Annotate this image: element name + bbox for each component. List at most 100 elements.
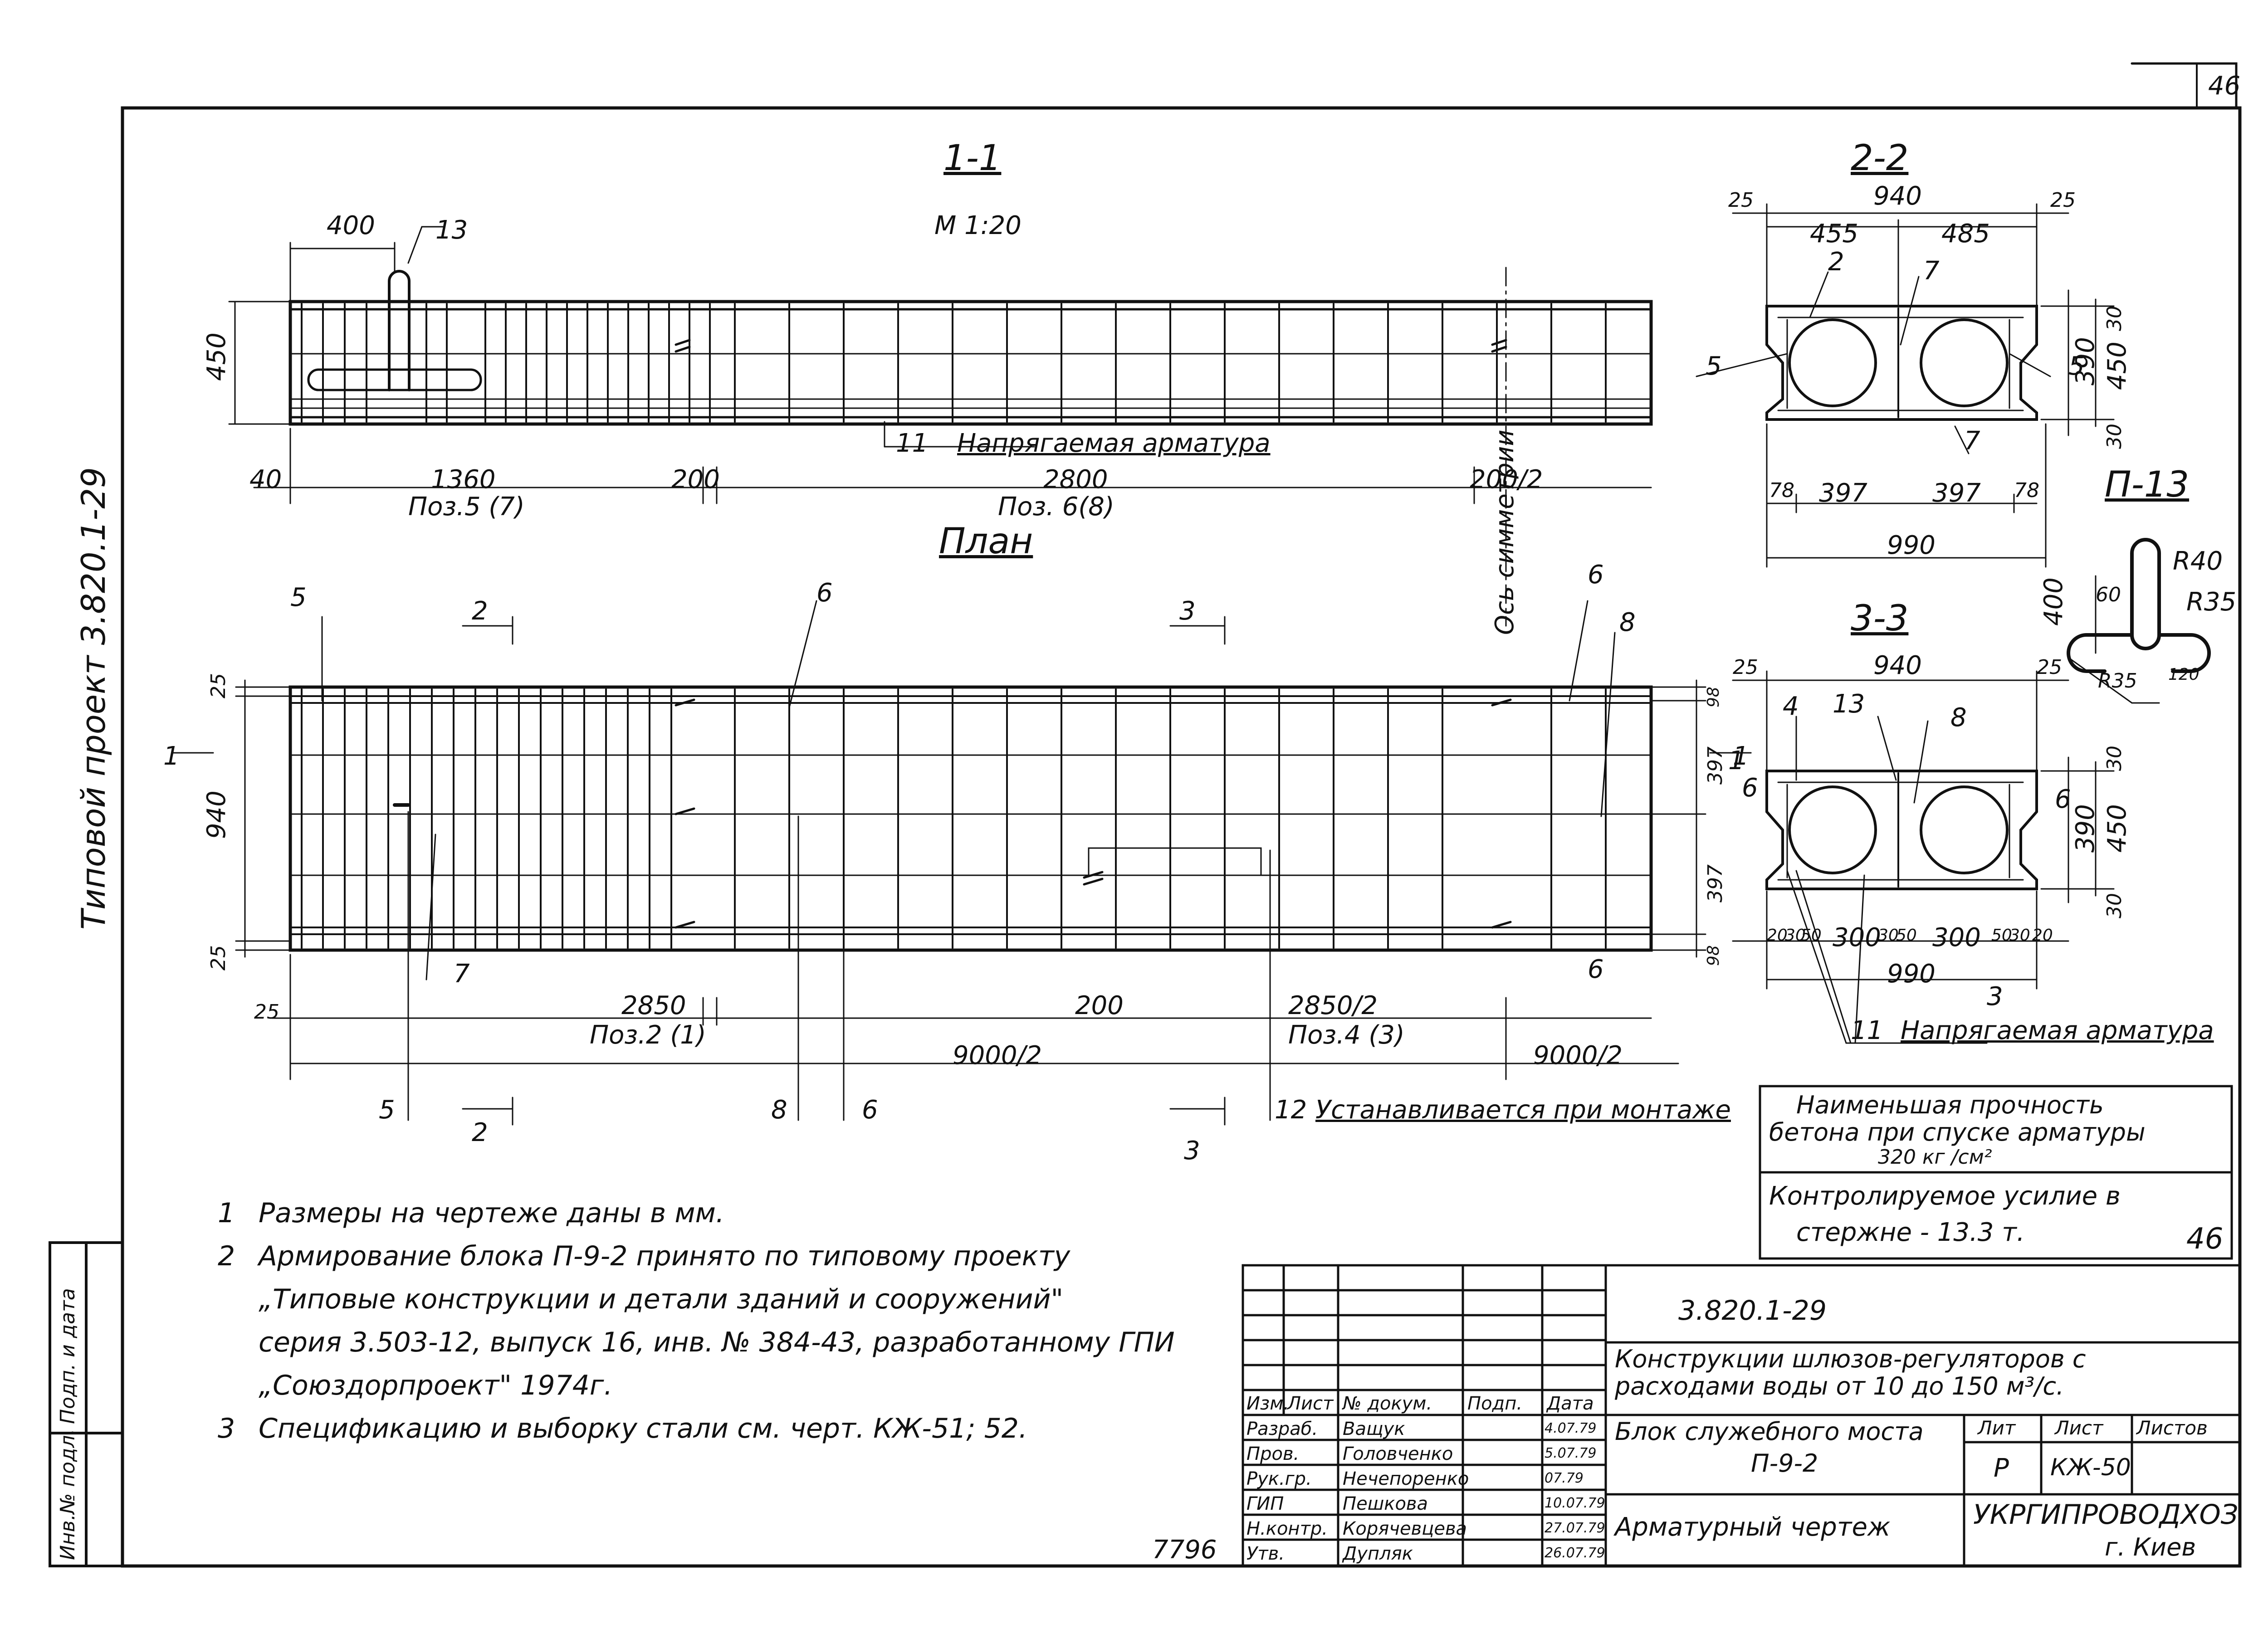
info-line-2: бетона при спуске арматуры	[1769, 1118, 2146, 1146]
p13-r35a: R35	[2186, 587, 2237, 617]
s33-prestressed-label: Напрягаемая арматура	[1901, 1016, 2214, 1045]
title-block-grid	[1242, 1264, 2241, 1567]
tb-row-date: 07.79	[1545, 1470, 1584, 1486]
tb-project-1: Конструкции шлюзов-регуляторов с	[1615, 1345, 2086, 1373]
tb-org-2: г. Киев	[2105, 1533, 2196, 1561]
tb-row-date: 26.07.79	[1545, 1545, 1605, 1561]
info-line-3: 320 кг /см²	[1878, 1146, 1992, 1169]
note-3-num: 3	[218, 1413, 235, 1444]
note-2-text: Армирование блока П-9-2 принято по типов…	[259, 1240, 1070, 1272]
s22-30a: 30	[2103, 306, 2126, 331]
p13-r40: R40	[2173, 546, 2223, 576]
note-2-cont-1: „Типовые конструкции и детали зданий и с…	[259, 1283, 1064, 1315]
s33-b50c: 50	[1991, 926, 2012, 945]
tb-code: 3.820.1-29	[1678, 1295, 1827, 1327]
tb-row-name: Корячевцева	[1343, 1518, 1467, 1539]
tb-h-sheets: Листов	[2136, 1417, 2208, 1439]
poz-2-1: Поз.2 (1)	[590, 1020, 706, 1050]
s33-b30c: 30	[2009, 926, 2030, 945]
stamp-inv-no: Инв.№ подл.	[56, 1429, 79, 1560]
cut-3-top: 3	[1179, 596, 1196, 626]
plan-left-25a: 25	[207, 673, 230, 698]
s22-mark-7b: 7	[1964, 426, 1980, 456]
p13-dims	[2068, 575, 2160, 704]
side-number: 46	[2186, 1222, 2224, 1256]
dim-200: 200	[671, 465, 720, 494]
tb-part-1: Блок служебного моста	[1615, 1417, 1924, 1446]
tb-row-role: Разраб.	[1246, 1419, 1318, 1439]
plan-mark-8b: 8	[771, 1095, 787, 1125]
dim-2800: 2800	[1043, 465, 1108, 494]
mark-11: 11	[896, 429, 929, 458]
info-line-4: Контролируемое усилие в	[1769, 1181, 2121, 1211]
section-1-1-geometry	[288, 267, 1653, 627]
s33-cut-3: 3	[1987, 982, 2003, 1011]
s33-390: 390	[2071, 804, 2100, 853]
tb-row-role: Рук.гр.	[1246, 1468, 1312, 1489]
section-2-2-dims	[1696, 203, 2115, 568]
stamp-sign-date: Подп. и дата	[56, 1288, 79, 1424]
tb-h-izm: Изм.	[1246, 1393, 1290, 1414]
tb-h-lit: Лит	[1978, 1417, 2016, 1439]
p13-title: П-13	[2105, 464, 2190, 505]
plan-mark-5a: 5	[290, 583, 307, 612]
plan-mark-8a: 8	[1619, 608, 1636, 637]
s22-397a: 397	[1819, 478, 1867, 508]
s22-78a: 78	[1769, 479, 1794, 502]
p13-400: 400	[2039, 577, 2068, 626]
installed-label: Устанавливается при монтаже	[1315, 1095, 1731, 1125]
s33-b30b: 30	[1878, 926, 1899, 945]
poz-4-3: Поз.4 (3)	[1288, 1020, 1405, 1050]
s33-b20b: 20	[2032, 926, 2053, 945]
s33-990: 990	[1887, 959, 1936, 989]
tb-row-date: 4.07.79	[1545, 1420, 1597, 1436]
plan-right-98a: 98	[1704, 687, 1723, 707]
s22-940: 940	[1873, 181, 1922, 211]
s33-30a: 30	[2103, 746, 2126, 771]
dim-400: 400	[327, 211, 375, 240]
tb-row-date: 10.07.79	[1545, 1495, 1605, 1511]
mark-13: 13	[435, 215, 468, 245]
s33-940: 940	[1873, 651, 1922, 680]
plan-mark-5b: 5	[379, 1095, 395, 1125]
tb-row-role: ГИП	[1246, 1493, 1284, 1514]
s33-mark-6b: 6	[2055, 785, 2071, 814]
s33-b50b: 50	[1896, 926, 1917, 945]
s22-mark-5b: 5	[2068, 351, 2085, 381]
cut-1-left: 1	[163, 741, 180, 771]
s33-b300a: 300	[1833, 923, 1881, 952]
info-line-5: стержне - 13.3 т.	[1796, 1218, 2025, 1247]
s22-78b: 78	[2014, 479, 2039, 502]
scale-label: М 1:20	[934, 211, 1022, 240]
plan-left-25c: 25	[254, 1000, 279, 1024]
tb-row-role: Пров.	[1246, 1444, 1300, 1464]
section-1-1-dims	[228, 226, 1652, 504]
s22-990: 990	[1887, 531, 1936, 560]
tb-project-2: расходами воды от 10 до 150 м³/с.	[1615, 1372, 2064, 1400]
tb-part-2: П-9-2	[1751, 1449, 1818, 1478]
s33-mark-6a: 6	[1742, 773, 1758, 803]
tb-row-name: Ващук	[1343, 1419, 1405, 1439]
s33-b50a: 50	[1801, 926, 1822, 945]
plan-mark-6a: 6	[816, 578, 833, 608]
tb-org-1: УКРГИПРОВОДХОЗ	[1973, 1499, 2239, 1531]
cut-1-right: 1	[1733, 741, 1749, 771]
plan-mark-6b: 6	[1588, 560, 1604, 590]
s22-450: 450	[2102, 341, 2132, 390]
section-2-2-title: 2-2	[1851, 138, 1909, 179]
tb-row-name: Нечепоренко	[1343, 1468, 1469, 1489]
tb-h-doc: № докум.	[1343, 1393, 1432, 1414]
p13-60: 60	[2096, 583, 2121, 606]
tb-row-date: 5.07.79	[1545, 1445, 1597, 1461]
plan-left-940: 940	[202, 790, 231, 839]
s33-25a: 25	[1733, 656, 1758, 679]
s33-mark-13: 13	[1833, 689, 1865, 719]
tb-row-role: Утв.	[1246, 1543, 1285, 1564]
s22-397b: 397	[1932, 478, 1981, 508]
dim-2850-2: 2850/2	[1288, 991, 1378, 1020]
tb-row-role: Н.контр.	[1246, 1518, 1328, 1539]
s22-390: 390	[2071, 337, 2100, 385]
dim-200-2: 200/2	[1470, 465, 1543, 494]
note-2-cont-3: „Союздорпроект" 1974г.	[259, 1370, 613, 1401]
